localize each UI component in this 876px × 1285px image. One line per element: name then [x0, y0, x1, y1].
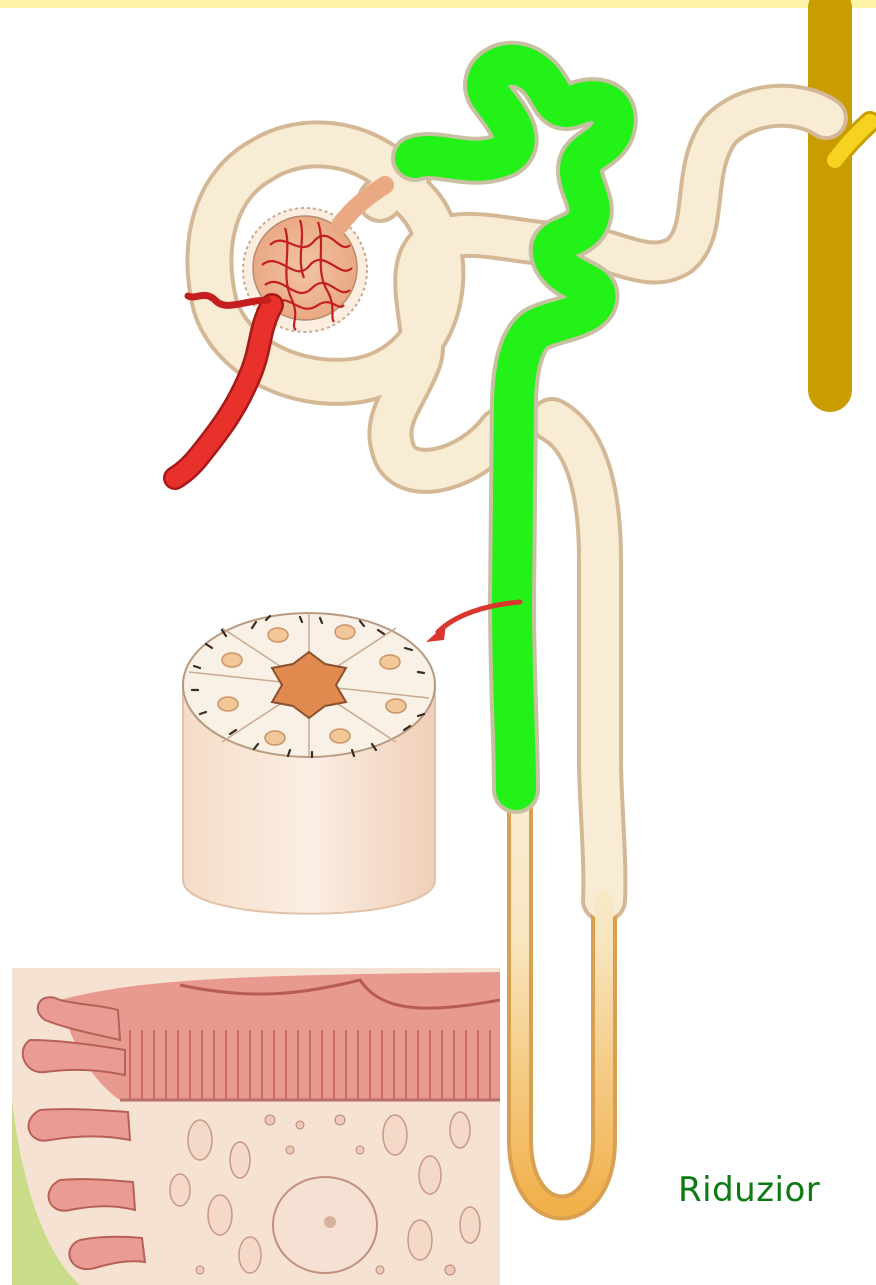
collecting-duct: [830, 8, 870, 390]
tubule-cross-section: [183, 613, 435, 914]
caption-text: Riduzior: [678, 1170, 820, 1210]
brush-border-microvilli: [12, 968, 500, 1285]
